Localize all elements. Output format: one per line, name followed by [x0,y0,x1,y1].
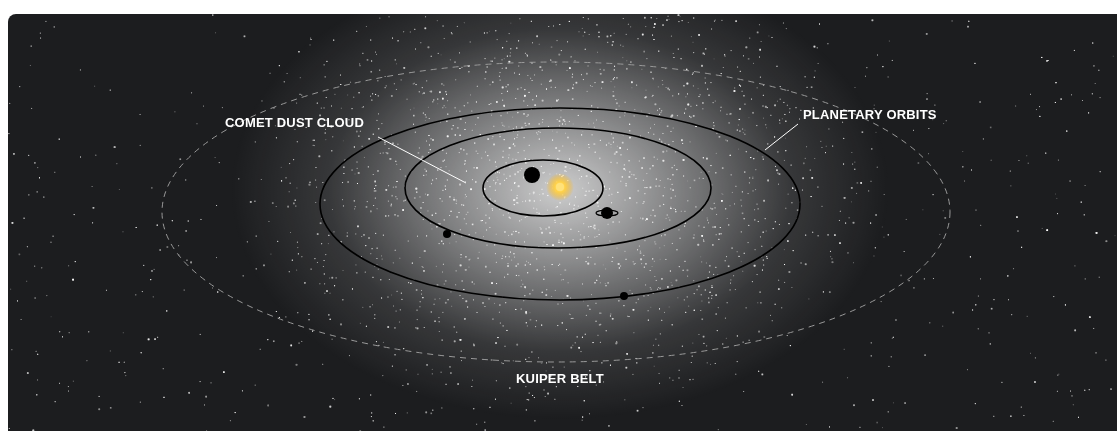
leader-line [378,137,466,183]
planet [524,167,540,183]
planet [443,230,451,238]
region-label: PLANETARY ORBITS [803,107,937,123]
orbit [483,160,603,216]
region-label: COMET DUST CLOUD [225,115,364,131]
leader-line [765,124,798,150]
region-label: KUIPER BELT [516,371,604,387]
planet [620,292,628,300]
sun [546,173,574,201]
solar-system-illustration [8,14,1117,431]
diagram-card: COMET DUST CLOUD PLANETARY ORBITS KUIPER B… [8,14,1117,431]
orbit [320,108,800,300]
sun-core [556,183,564,191]
planet [601,207,613,219]
kuiper-belt-ring [162,62,950,362]
orbit [405,128,711,248]
dust-cloud [230,14,890,420]
